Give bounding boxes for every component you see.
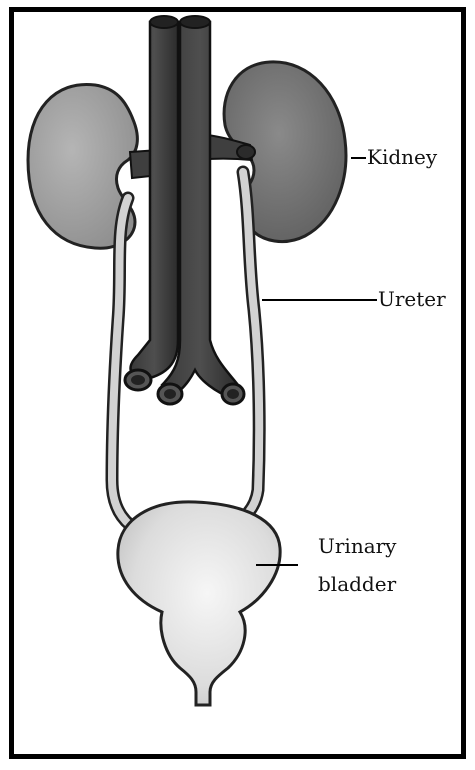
bladder-label-line1: Urinary [318,534,396,558]
urinary-bladder [118,502,280,705]
bladder-label-line2: bladder [318,572,396,596]
ureter-label: Ureter [378,287,446,311]
kidney-label: Kidney [367,145,437,169]
inferior-vena-cava [131,22,179,380]
